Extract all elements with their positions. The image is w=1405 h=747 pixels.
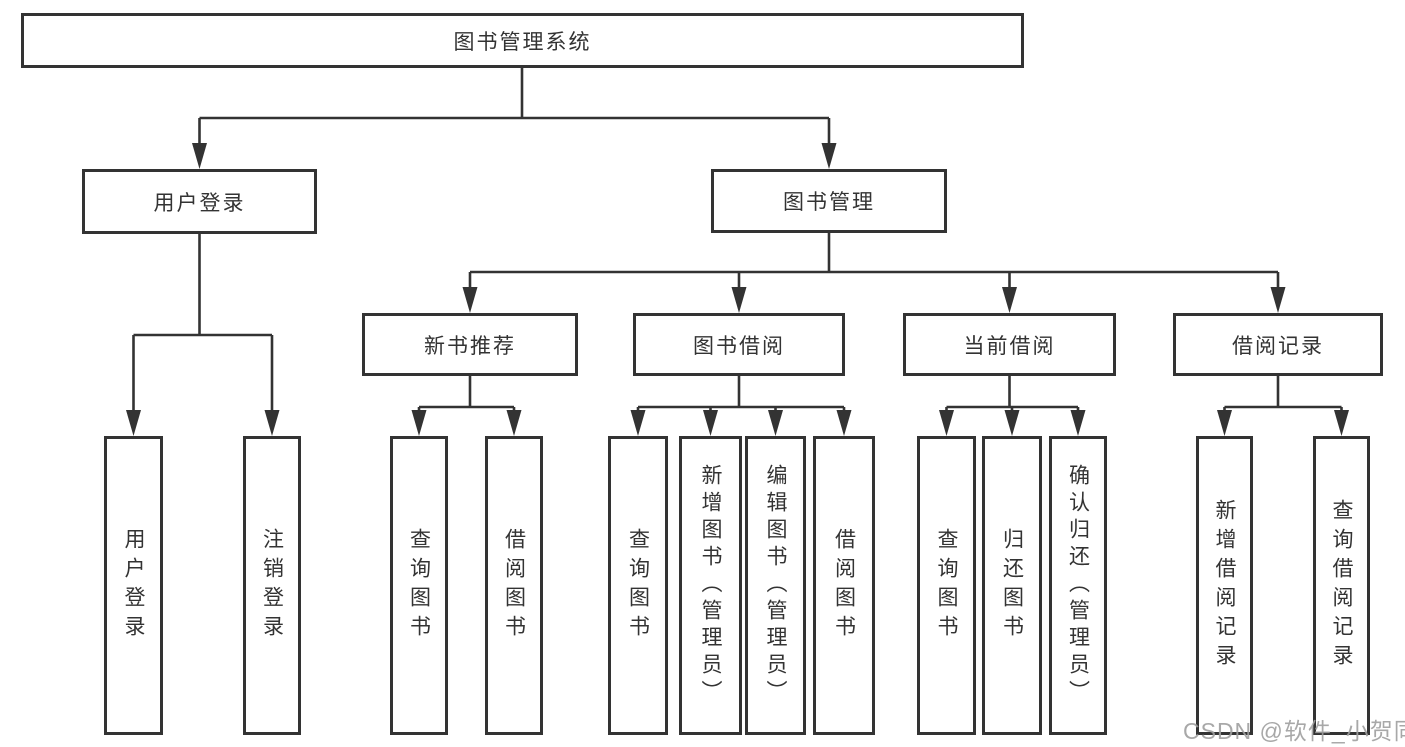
leaf-logout: 注销登录	[243, 436, 301, 735]
leaf-edit-book-admin: 编辑图书（管理员）	[745, 436, 806, 735]
leaf-add-borrow-record: 新增借阅记录	[1196, 436, 1253, 735]
leaf-query-books-borrow: 查询图书	[608, 436, 668, 735]
node-root: 图书管理系统	[21, 13, 1024, 68]
watermark-text: CSDN @软件_小贺同学	[1183, 718, 1405, 744]
leaf-return-books: 归还图书	[982, 436, 1042, 735]
node-new-book-recommend: 新书推荐	[362, 313, 578, 376]
leaf-query-borrow-record: 查询借阅记录	[1313, 436, 1370, 735]
node-book-management: 图书管理	[711, 169, 947, 233]
leaf-confirm-return-admin: 确认归还（管理员）	[1049, 436, 1107, 735]
leaf-borrow-books-recommend: 借阅图书	[485, 436, 543, 735]
node-borrowing-records: 借阅记录	[1173, 313, 1383, 376]
node-user-login: 用户登录	[82, 169, 317, 234]
leaf-user-login: 用户登录	[104, 436, 163, 735]
leaf-query-books-recommend: 查询图书	[390, 436, 448, 735]
leaf-query-books-current: 查询图书	[917, 436, 976, 735]
leaf-add-book-admin: 新增图书（管理员）	[679, 436, 742, 735]
leaf-borrow-books-borrow: 借阅图书	[813, 436, 875, 735]
node-book-borrowing: 图书借阅	[633, 313, 845, 376]
node-current-borrowing: 当前借阅	[903, 313, 1116, 376]
